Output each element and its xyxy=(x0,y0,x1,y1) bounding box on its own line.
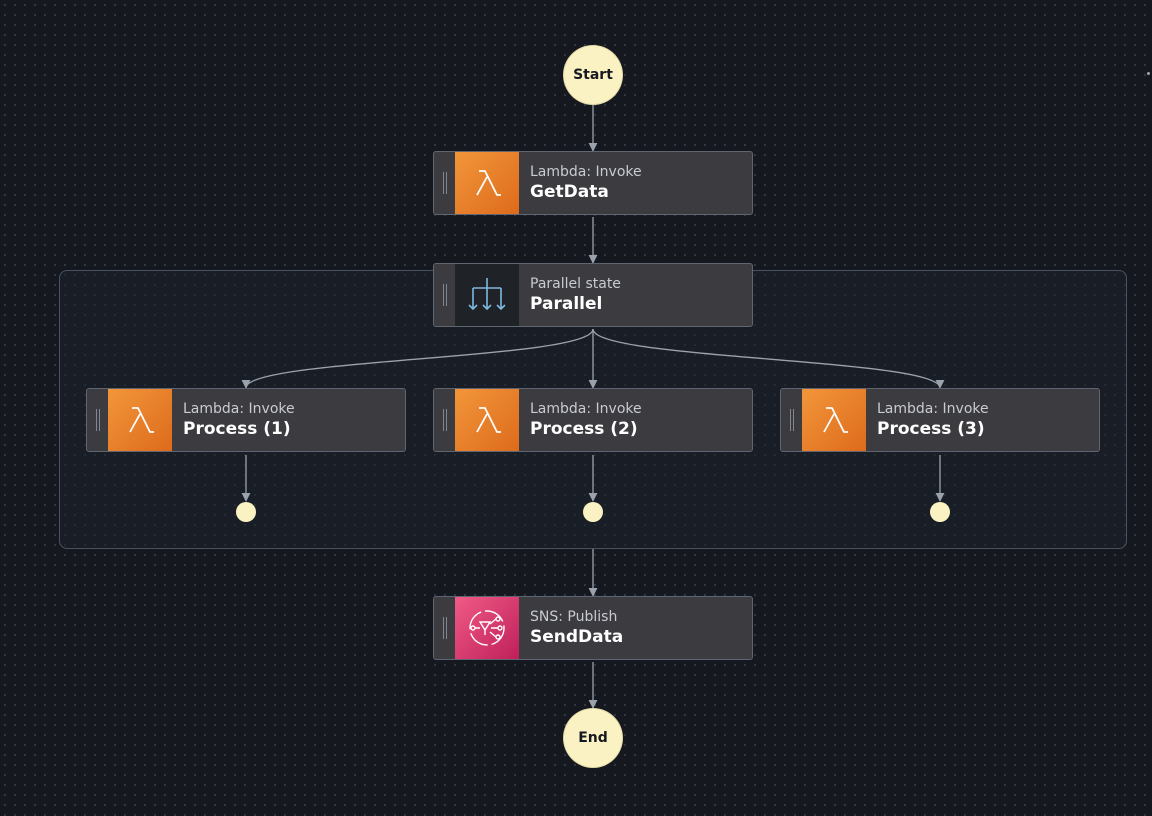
parallel-icon xyxy=(455,264,519,326)
drag-handle-icon[interactable] xyxy=(434,389,455,451)
start-label: Start xyxy=(573,67,613,83)
state-parallel[interactable]: Parallel state Parallel xyxy=(433,263,753,327)
lambda-icon xyxy=(108,389,172,451)
drag-handle-icon[interactable] xyxy=(434,597,455,659)
state-getdata[interactable]: Lambda: Invoke GetData xyxy=(433,151,753,215)
canvas-edge-dot xyxy=(1147,72,1150,75)
state-type-label: SNS: Publish xyxy=(530,608,618,625)
state-type-label: Lambda: Invoke xyxy=(530,163,642,180)
start-node[interactable]: Start xyxy=(564,46,622,104)
branch-2-end-dot xyxy=(583,502,603,522)
lambda-icon xyxy=(802,389,866,451)
state-name-label: SendData xyxy=(530,626,624,647)
lambda-icon xyxy=(455,389,519,451)
drag-handle-icon[interactable] xyxy=(87,389,108,451)
state-process-3[interactable]: Lambda: Invoke Process (3) xyxy=(780,388,1100,452)
branch-1-end-dot xyxy=(236,502,256,522)
state-name-label: Process (1) xyxy=(183,418,291,439)
branch-3-end-dot xyxy=(930,502,950,522)
state-senddata[interactable]: SNS: Publish SendData xyxy=(433,596,753,660)
state-type-label: Lambda: Invoke xyxy=(877,400,989,417)
end-node[interactable]: End xyxy=(564,709,622,767)
state-name-label: GetData xyxy=(530,181,609,202)
end-label: End xyxy=(578,730,608,746)
state-type-label: Lambda: Invoke xyxy=(530,400,642,417)
state-type-label: Lambda: Invoke xyxy=(183,400,295,417)
sns-icon xyxy=(455,597,519,659)
drag-handle-icon[interactable] xyxy=(434,152,455,214)
state-name-label: Process (2) xyxy=(530,418,638,439)
state-name-label: Process (3) xyxy=(877,418,985,439)
drag-handle-icon[interactable] xyxy=(434,264,455,326)
drag-handle-icon[interactable] xyxy=(781,389,802,451)
state-name-label: Parallel xyxy=(530,293,603,314)
lambda-icon xyxy=(455,152,519,214)
state-process-1[interactable]: Lambda: Invoke Process (1) xyxy=(86,388,406,452)
state-type-label: Parallel state xyxy=(530,275,621,292)
state-process-2[interactable]: Lambda: Invoke Process (2) xyxy=(433,388,753,452)
